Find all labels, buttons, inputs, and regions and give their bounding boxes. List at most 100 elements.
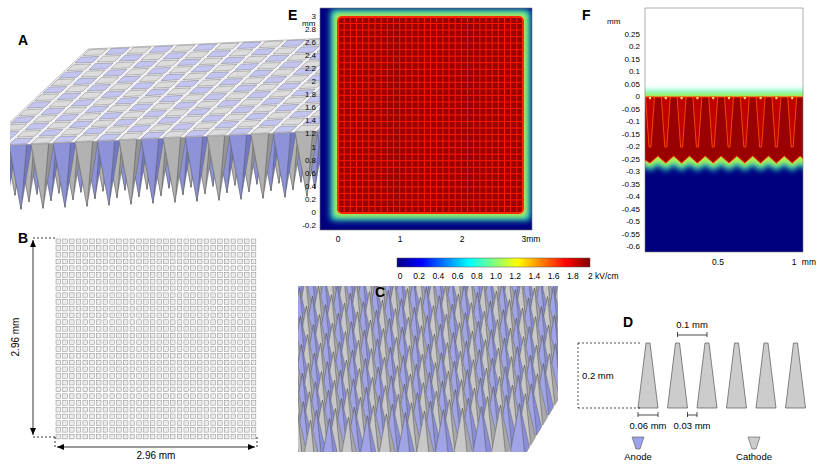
electrode-square [224,273,229,278]
electrode-square [63,313,68,318]
electrode-top [267,112,291,119]
electrode-square [245,374,250,379]
electrode-square [76,300,81,305]
electrode-square [224,434,229,439]
electrode-square [170,374,175,379]
electrode-top [43,86,67,93]
electrode-square [63,279,68,284]
electrode-square [231,320,236,325]
electrode-square [110,306,115,311]
electrode-square [130,360,135,365]
electrode-square [224,347,229,352]
electrode-square [69,367,74,372]
electrode-square [123,252,128,257]
electrode-top [105,48,129,55]
pyramid-face [141,138,159,204]
electrode-square [83,327,88,332]
electrode-square [177,266,182,271]
electrode-square [245,286,250,291]
electrode-square [144,407,149,412]
electrode-square [90,306,95,311]
electrode-square [63,414,68,419]
electrode-square [137,367,142,372]
electrode-square [96,353,101,358]
electrode-square [63,360,68,365]
electrode-square [191,428,196,433]
electrode-square [150,360,155,365]
electrode-square [117,300,122,305]
pyramid-face [163,137,181,203]
electrode-square [157,300,162,305]
electrode-square [137,306,142,311]
electrode-square [130,293,135,298]
electrode-square [103,327,108,332]
electrode-square [177,333,182,338]
electrode-square [238,434,243,439]
electrode-square [170,327,175,332]
electrode-square [76,279,81,284]
electrode-square [218,273,223,278]
electrode-square [211,300,216,305]
pyramid-face [207,135,225,201]
electrode-square [251,320,256,325]
electrode-square [96,421,101,426]
electrode-square [170,347,175,352]
electrode-square [103,320,108,325]
electrode-square [96,367,101,372]
pyramid-face [75,141,93,207]
electrode-square [191,279,196,284]
electrode-square [164,252,169,257]
electrode-square [110,327,115,332]
electrode-top [31,137,55,144]
electrode-square [110,320,115,325]
electrode-square [130,428,135,433]
electrode-square [150,374,155,379]
electrode-square [204,374,209,379]
electrode-top [271,69,295,76]
electrode-square [157,380,162,385]
electrode-square [103,407,108,412]
electrode-square [144,347,149,352]
electrode-square [56,279,61,284]
electrode-square [63,353,68,358]
electrode-square [184,353,189,358]
electrode-square [137,320,142,325]
electrode-square [90,333,95,338]
electrode-square [245,300,250,305]
electrode-square [177,239,182,244]
electrode-square [191,401,196,406]
electrode-square [90,387,95,392]
electrode-square [211,266,216,271]
electrode-square [103,333,108,338]
electrode-square [130,239,135,244]
electrode-square [123,367,128,372]
electrode-square [191,374,196,379]
electrode-square [251,380,256,385]
electrode-square [117,252,122,257]
electrode-square [197,353,202,358]
electrode-square [157,374,162,379]
electrode-square [224,374,229,379]
electrode-square [177,347,182,352]
electrode-square [90,347,95,352]
electrode-square [238,374,243,379]
electrode-square [164,300,169,305]
electrode-top [77,113,101,120]
electrode-top [129,104,153,111]
electrode-square [103,252,108,257]
electrode-square [211,313,216,318]
electrode-square [110,279,115,284]
electrode-square [224,333,229,338]
electrode-square [164,340,169,345]
electrode-square [231,239,236,244]
electrode-square [117,380,122,385]
electrode-square [177,380,182,385]
electrode-square [123,239,128,244]
electrode-square [184,347,189,352]
electrode-square [157,407,162,412]
electrode-square [177,428,182,433]
electrode-square [76,286,81,291]
electrode-square [130,320,135,325]
electrode-square [96,246,101,251]
electrode-square [224,327,229,332]
